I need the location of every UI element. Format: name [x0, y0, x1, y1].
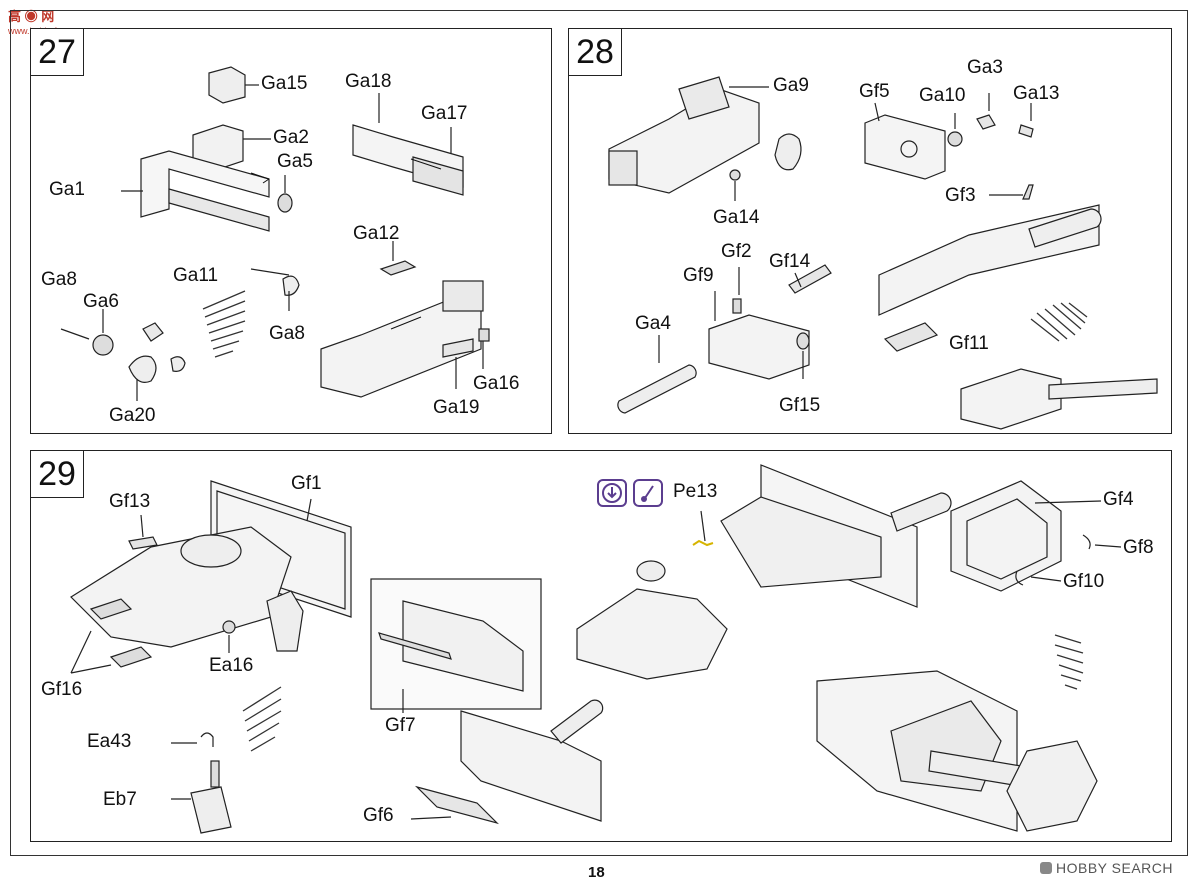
step-28-panel: 28 [568, 28, 1172, 434]
part-label: Gf3 [945, 185, 976, 206]
step-number: 29 [31, 451, 84, 498]
part-label: Ga13 [1013, 83, 1060, 104]
part-label: Ga8 [41, 269, 77, 290]
part-label: Gf13 [109, 491, 151, 512]
part-label: Gf15 [779, 395, 821, 416]
part-label: Gf4 [1103, 489, 1134, 510]
part-label: Pe13 [673, 481, 718, 502]
watermark-text: HOBBY SEARCH [1056, 860, 1173, 876]
part-label: Gf11 [949, 333, 989, 354]
part-label: Gf7 [385, 715, 416, 736]
part-label: Ga9 [773, 75, 809, 96]
part-label: Ga12 [353, 223, 400, 244]
part-label: Ga3 [967, 57, 1003, 78]
part-label: Ga15 [261, 73, 308, 94]
step-29-illustration [70, 464, 1122, 834]
down-arrow-icon [597, 479, 627, 507]
part-label: Ga19 [433, 397, 480, 418]
part-label: Ga1 [49, 179, 85, 200]
part-label: Ga14 [713, 207, 760, 228]
part-label: Gf6 [363, 805, 394, 826]
step-28-illustration [608, 76, 1158, 430]
site-logo: 高 ◉ 网 [8, 9, 55, 24]
step-number: 27 [31, 29, 84, 76]
part-label: Ga4 [635, 313, 671, 334]
step-27-panel: 27 [30, 28, 552, 434]
part-label: Ga16 [473, 373, 520, 394]
part-label: Gf10 [1063, 571, 1105, 592]
part-label: Ga18 [345, 71, 392, 92]
step-29-panel: 29 [30, 450, 1172, 842]
part-label: Eb7 [103, 789, 137, 810]
part-label: Gf1 [291, 473, 322, 494]
part-label: Gf14 [769, 251, 811, 272]
page-number: 18 [588, 864, 605, 881]
part-label: Ga17 [421, 103, 468, 124]
part-label: Ga2 [273, 127, 309, 148]
part-label: Ga11 [173, 265, 219, 286]
tweezers-icon [633, 479, 663, 507]
part-label: Ga5 [277, 151, 313, 172]
part-label: Gf8 [1123, 537, 1154, 558]
part-label: Gf5 [859, 81, 890, 102]
part-label: Ga8 [269, 323, 305, 344]
part-label: Ga6 [83, 291, 119, 312]
hobby-search-logo-icon [1040, 862, 1052, 874]
part-label: Ga20 [109, 405, 156, 426]
part-label: Ga10 [919, 85, 966, 106]
part-label: Gf9 [683, 265, 714, 286]
page-frame [10, 10, 1188, 856]
part-label: Ea16 [209, 655, 254, 676]
part-label: Gf2 [721, 241, 752, 262]
part-label: Gf16 [41, 679, 83, 700]
part-label: Ea43 [87, 731, 132, 752]
step-number: 28 [569, 29, 622, 76]
watermark: HOBBY SEARCH [1040, 860, 1173, 876]
step-27-illustration [60, 66, 490, 401]
